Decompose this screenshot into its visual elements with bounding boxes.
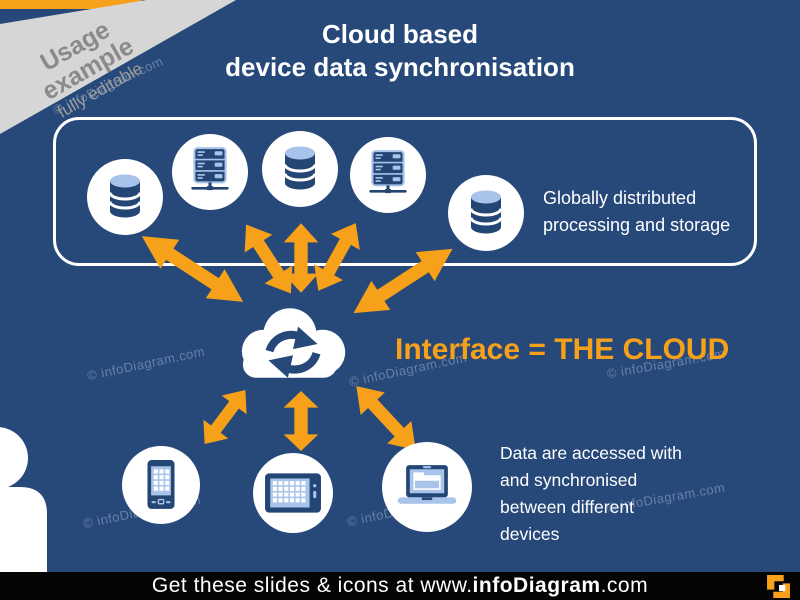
sync-arrows-glyph xyxy=(265,326,321,378)
footer-suffix: .com xyxy=(600,574,649,597)
server-icon xyxy=(191,147,229,191)
footer-bar: Get these slides & icons at www.infoDiag… xyxy=(0,572,800,600)
infodiagram-logo-icon xyxy=(767,575,790,598)
sync-arrow xyxy=(244,224,293,294)
caption-line: Data are accessed with xyxy=(500,443,682,463)
sync-arrow xyxy=(203,389,247,445)
footer-text: Get these slides & icons at www.infoDiag… xyxy=(0,572,800,600)
icon-circle-laptop xyxy=(382,442,472,532)
page-title: Cloud based device data synchronisation xyxy=(0,18,800,84)
smartphone-icon xyxy=(147,460,175,509)
sync-arrow xyxy=(356,386,416,450)
interface-label: Interface = THE CLOUD xyxy=(395,333,730,366)
caption-line: and synchronised xyxy=(500,470,638,490)
footer-brand: infoDiagram xyxy=(472,574,601,597)
sync-arrow xyxy=(353,248,453,314)
caption-line: devices xyxy=(500,524,560,544)
sync-arrow xyxy=(283,391,319,451)
database-icon xyxy=(469,190,503,234)
caption-line: between different xyxy=(500,497,634,517)
icon-circle-server-1 xyxy=(172,134,248,210)
sync-arrow xyxy=(314,223,360,291)
caption-line: Globally distributed xyxy=(543,188,697,208)
person-silhouette-icon xyxy=(0,427,47,572)
icon-circle-tablet xyxy=(253,453,333,533)
database-icon xyxy=(283,146,317,190)
title-line-1: Cloud based xyxy=(321,19,478,49)
icon-circle-database-2 xyxy=(262,131,338,207)
server-icon xyxy=(369,150,407,194)
icon-circle-database-1 xyxy=(87,159,163,235)
sync-arrow xyxy=(283,223,319,293)
sync-arrow xyxy=(141,236,244,302)
watermark: © infoDiagram.com xyxy=(85,343,207,384)
tablet-icon xyxy=(265,473,321,513)
footer-prefix: Get these slides & icons at www. xyxy=(151,574,473,597)
caption-line: processing and storage xyxy=(543,215,731,235)
icon-circle-smartphone xyxy=(122,446,200,524)
laptop-icon xyxy=(397,465,457,504)
caption-globally-distributed: Globally distributed processing and stor… xyxy=(543,185,730,239)
database-icon xyxy=(108,174,142,218)
icon-circle-server-2 xyxy=(350,137,426,213)
cloud-sync-icon xyxy=(241,308,346,378)
icon-circle-database-3 xyxy=(448,175,524,251)
cloud-tier-frame xyxy=(53,117,757,266)
caption-devices: Data are accessed with and synchronised … xyxy=(500,440,682,548)
title-line-2: device data synchronisation xyxy=(225,52,575,82)
